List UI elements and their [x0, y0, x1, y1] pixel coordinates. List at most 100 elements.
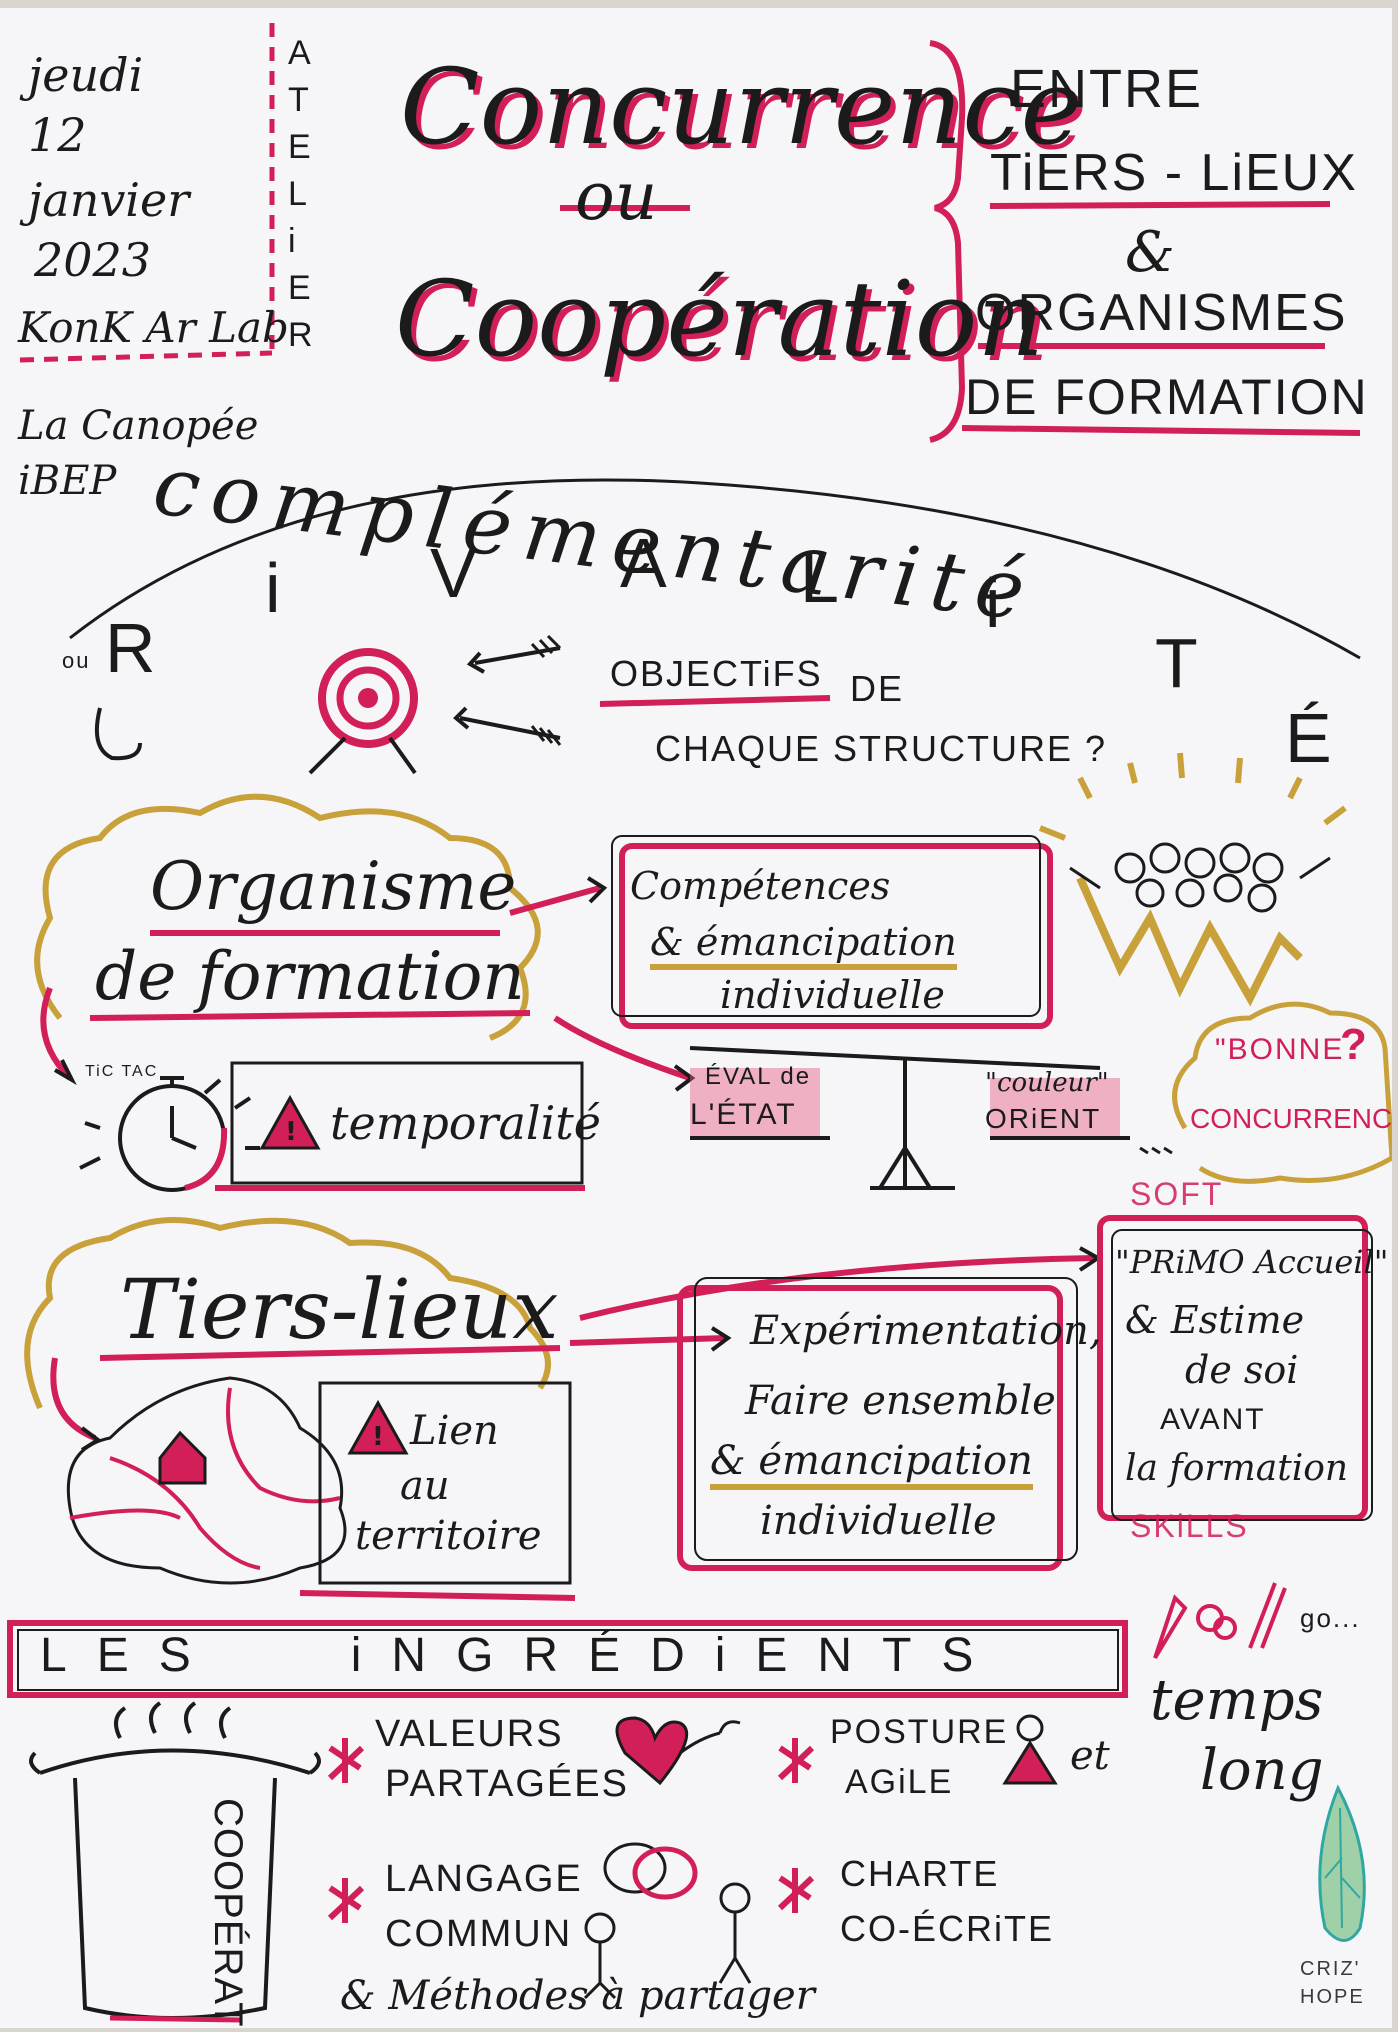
eval-etat-1: ÉVAL de: [705, 1063, 812, 1090]
logo-line-2: HOPE: [1300, 1986, 1365, 2008]
question-hook: [95, 707, 142, 761]
experimentation-line-2: Faire ensemble: [745, 1378, 1056, 1424]
methodes-text: & Méthodes à partager: [340, 1973, 815, 2019]
competences-line-3: individuelle: [720, 973, 945, 1017]
bonne-label: "BONNE: [1215, 1033, 1345, 1066]
title-brace: [929, 40, 966, 443]
ingredient-1-line-2: PARTAGÉES: [385, 1763, 629, 1805]
ingredient-3-line-1: LANGAGE: [385, 1858, 583, 1900]
star-bullets: [327, 1738, 815, 1923]
svg-text:!: !: [285, 1117, 297, 1147]
atelier-letter: i: [288, 222, 298, 260]
primo-line-2: & Estime: [1125, 1298, 1305, 1342]
territory-map-drawing: [66, 1376, 347, 1585]
et-word: et: [1070, 1733, 1110, 1779]
crowd-drawing: [1069, 842, 1331, 1007]
veggies-drawing: [1153, 1582, 1287, 1660]
experimentation-line-1: Expérimentation,: [750, 1308, 1102, 1354]
atelier-vertical: A T E L i E R: [288, 30, 328, 359]
competences-line-1: Compétences: [630, 864, 891, 908]
arrow-1: [474, 646, 561, 665]
target-drawing: [308, 648, 418, 775]
pot-drawing: [29, 1701, 321, 2023]
soft-label: SOFT: [1130, 1176, 1224, 1212]
rivalite-letter: i: [265, 549, 283, 627]
rivalite-letter: A: [620, 524, 669, 602]
subtitle-underline-1: [989, 201, 1331, 209]
partner-1: La Canopée: [18, 403, 259, 449]
partner-2: iBEP: [18, 458, 117, 504]
rivalite-letter: T: [1155, 624, 1200, 702]
temps-word: temps: [1150, 1668, 1324, 1733]
ingredient-2-line-1: POSTURE: [830, 1713, 1009, 1751]
arrow-2: [459, 716, 561, 740]
veggies-etc: go...: [1300, 1603, 1361, 1633]
subtitle-line-4: ORGANISMES: [975, 284, 1348, 342]
experimentation-box: [677, 1285, 1063, 1571]
atelier-letter: E: [288, 128, 313, 166]
skills-label: SKiLLS: [1130, 1508, 1249, 1544]
tiers-lieux-underline: [99, 1345, 561, 1361]
sketch-drawing: !: [7, 23, 1392, 2023]
primo-line-1: "PRiMO Accueil": [1115, 1243, 1389, 1281]
atelier-letter: T: [288, 81, 311, 119]
host-name: KonK Ar Lab: [18, 303, 289, 352]
heart-icon-drawing: [615, 1716, 689, 1786]
rivalite-letter: É: [1285, 699, 1334, 777]
primo-line-3: de soi: [1185, 1348, 1299, 1392]
atelier-letter: E: [288, 269, 313, 307]
eval-etat-2: L'ÉTAT: [690, 1098, 797, 1131]
rivalite-letter: i: [985, 564, 1003, 642]
ingredients-banner: [7, 1620, 1128, 1698]
couleur-text: "couleur": [985, 1068, 1109, 1098]
scale-drawing: [689, 1046, 1130, 1190]
warning-icon-1: [259, 1094, 321, 1150]
subtitle-underline-3: [961, 425, 1361, 436]
formation-underline: [89, 1010, 531, 1021]
primo-line-5: la formation: [1125, 1448, 1349, 1489]
title-concurrence: Concurrence: [400, 46, 1083, 168]
ingredient-3-line-2: COMMUN: [385, 1913, 573, 1955]
pot-label: COOPÉRATION: [206, 1798, 250, 2028]
meditating-person-drawing: [1002, 1714, 1058, 1785]
primo-line-4: AVANT: [1160, 1403, 1266, 1436]
organisme-cloud: [34, 793, 541, 1041]
chaque-structure: CHAQUE STRUCTURE ?: [655, 728, 1108, 769]
experimentation-line-4: individuelle: [760, 1498, 997, 1544]
ingredient-1-line-1: VALEURS: [375, 1713, 564, 1755]
date-year: 2023: [34, 233, 152, 287]
competences-box: [619, 843, 1053, 1029]
sketchnote-sheet: !: [0, 8, 1392, 2028]
organisme-title-2: de formation: [95, 938, 525, 1015]
crizhope-logo-mark: [1318, 1784, 1366, 1942]
date-day: jeudi: [28, 48, 144, 102]
date-month: janvier: [28, 173, 190, 227]
lien-line-3: territoire: [355, 1513, 542, 1559]
title-cooperation: Coopération: [395, 258, 1045, 380]
title-or: ou: [575, 158, 658, 235]
subtitle-line-1: ENTRE: [1010, 59, 1204, 119]
subtitle-line-2: TiERS - LiEUX: [990, 144, 1358, 202]
objectifs-de: DE: [850, 668, 905, 709]
ingredient-4-line-1: CHARTE: [840, 1853, 1000, 1894]
subtitle-line-3: &: [1125, 220, 1175, 285]
ingredients-banner-text: LES iNGRÉDiENTS: [40, 1629, 1004, 1682]
ou-small: ou: [62, 648, 91, 673]
lien-box: [318, 1381, 572, 1585]
rivalite-letter: R: [105, 609, 158, 687]
complementarity-arc: [69, 478, 1361, 660]
orient-text: ORiENT: [985, 1103, 1102, 1134]
warning-icon-2: [347, 1399, 409, 1455]
experimentation-line-3: & émancipation: [710, 1438, 1033, 1490]
bonne-cloud: [1172, 1001, 1392, 1184]
tiers-lieux-title: Tiers-lieux: [120, 1263, 559, 1358]
subtitle-line-5: DE FORMATION: [965, 369, 1369, 425]
temporalite-text: temporalité: [330, 1096, 602, 1150]
temporalite-box: [230, 1061, 584, 1185]
long-word: long: [1200, 1738, 1324, 1803]
lien-line-1: Lien: [410, 1408, 499, 1454]
primo-box: [1097, 1215, 1368, 1521]
atelier-letter: L: [288, 175, 309, 213]
svg-text:!: !: [372, 1422, 384, 1452]
concurrence-label: CONCURRENCE: [1190, 1103, 1392, 1134]
